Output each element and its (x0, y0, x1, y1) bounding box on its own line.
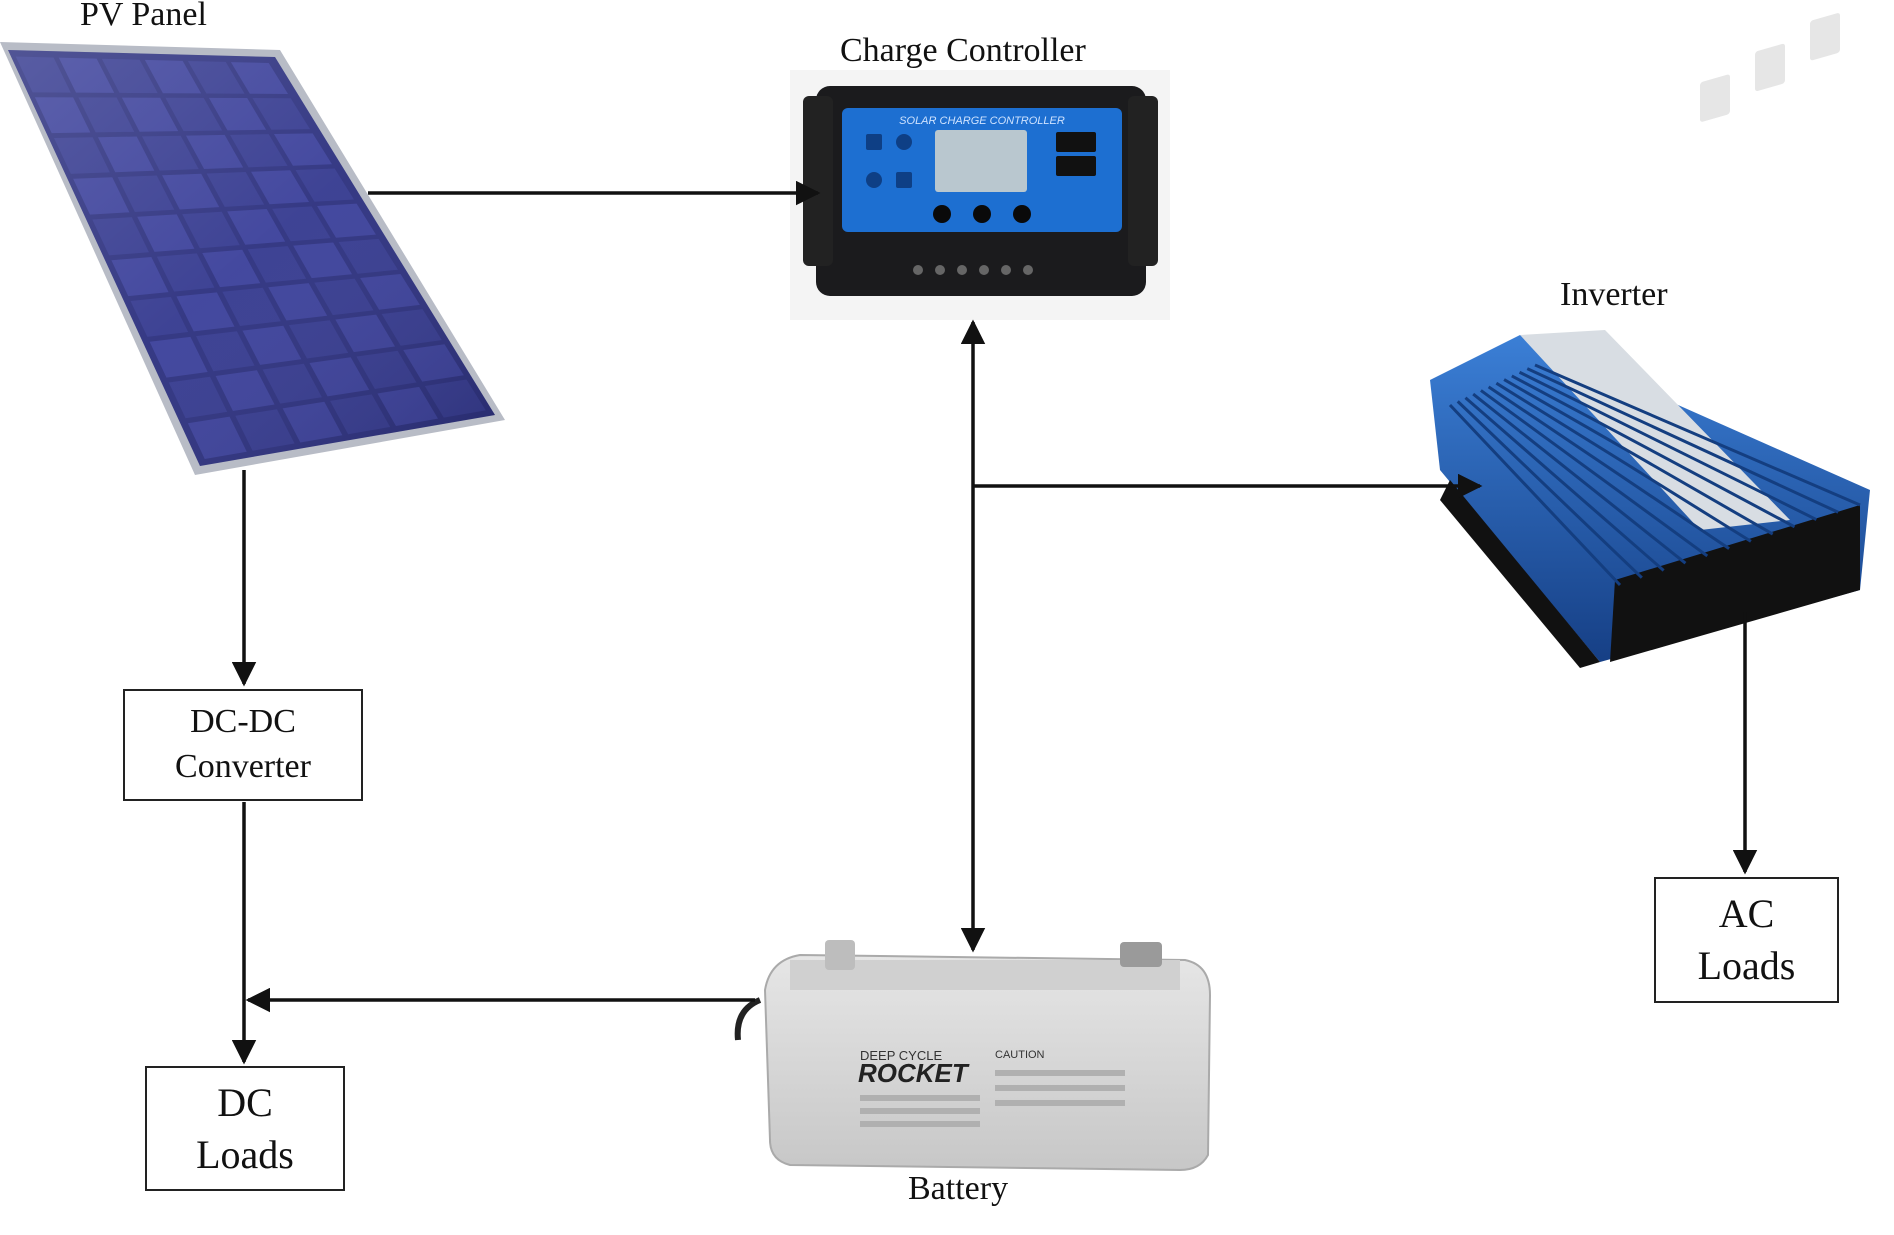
dcdc-converter-line2: Converter (175, 748, 311, 785)
inverter-fin (1448, 403, 1622, 587)
inverter-fins (1448, 363, 1861, 587)
inverter-fin (1503, 378, 1774, 536)
inverter-fin (1526, 367, 1839, 514)
controller-face-text: SOLAR CHARGE CONTROLLER (899, 115, 1065, 127)
inverter-fin (1495, 381, 1752, 543)
ac-loads-box: AC Loads (1654, 877, 1839, 1003)
battery-brand-text: ROCKET (858, 1058, 970, 1088)
ac-loads-line1: AC (1718, 891, 1775, 936)
inverter-fin (1472, 392, 1687, 565)
inverter-fin (1534, 363, 1861, 507)
ac-loads-line2: Loads (1697, 943, 1796, 988)
battery-type-text: DEEP CYCLE (860, 1048, 942, 1063)
inverter-fin (1480, 389, 1709, 558)
dcdc-converter-line1: DC-DC (190, 703, 296, 741)
battery-caution-text: CAUTION (995, 1049, 1045, 1061)
inverter-fin (1511, 374, 1796, 529)
battery-label: Battery (908, 1170, 1009, 1207)
connectors (231, 180, 1758, 1065)
dcdc-converter-box: DC-DC Converter (123, 689, 363, 801)
inverter-fin (1518, 370, 1818, 521)
inverter-fin (1456, 400, 1643, 579)
inverter-label: Inverter (1560, 276, 1668, 313)
charge-controller-label: Charge Controller (840, 32, 1086, 69)
dc-loads-box: DC Loads (145, 1066, 345, 1191)
inverter-fin (1464, 396, 1665, 572)
charge-controller-icon: SOLAR CHARGE CONTROLLER (790, 70, 1170, 320)
pv-panel-label: PV Panel (80, 0, 207, 33)
battery-icon: DEEP CYCLE ROCKET CAUTION (734, 940, 1212, 1172)
inverter-icon (1430, 13, 1870, 668)
inverter-fin (1487, 385, 1730, 550)
solar-panel-icon (0, 42, 505, 475)
dc-loads-line2: Loads (196, 1131, 294, 1177)
dc-loads-line1: DC (217, 1079, 273, 1125)
